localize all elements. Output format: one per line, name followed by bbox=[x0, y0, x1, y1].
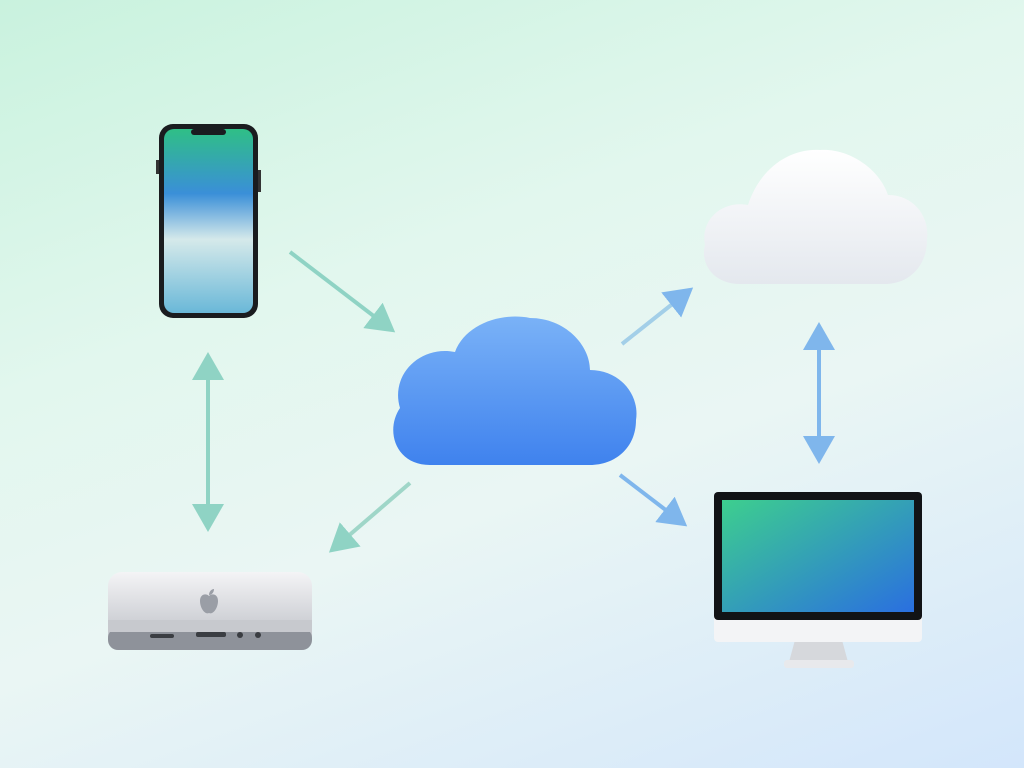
central-cloud-icon bbox=[393, 316, 637, 465]
arrow-cloud-to-secondary-cloud bbox=[620, 287, 694, 346]
mac-mini-icon bbox=[108, 572, 312, 650]
arrow-phone-to-cloud bbox=[288, 250, 396, 333]
smartphone-icon bbox=[156, 124, 261, 318]
arrow-cloud-to-monitor bbox=[618, 473, 688, 527]
secondary-cloud-icon bbox=[703, 149, 928, 284]
desktop-monitor-icon bbox=[714, 492, 922, 668]
arrow-cloud-to-mac-mini bbox=[328, 481, 412, 553]
apple-logo-icon bbox=[200, 589, 218, 614]
connection-arrows bbox=[192, 250, 835, 553]
